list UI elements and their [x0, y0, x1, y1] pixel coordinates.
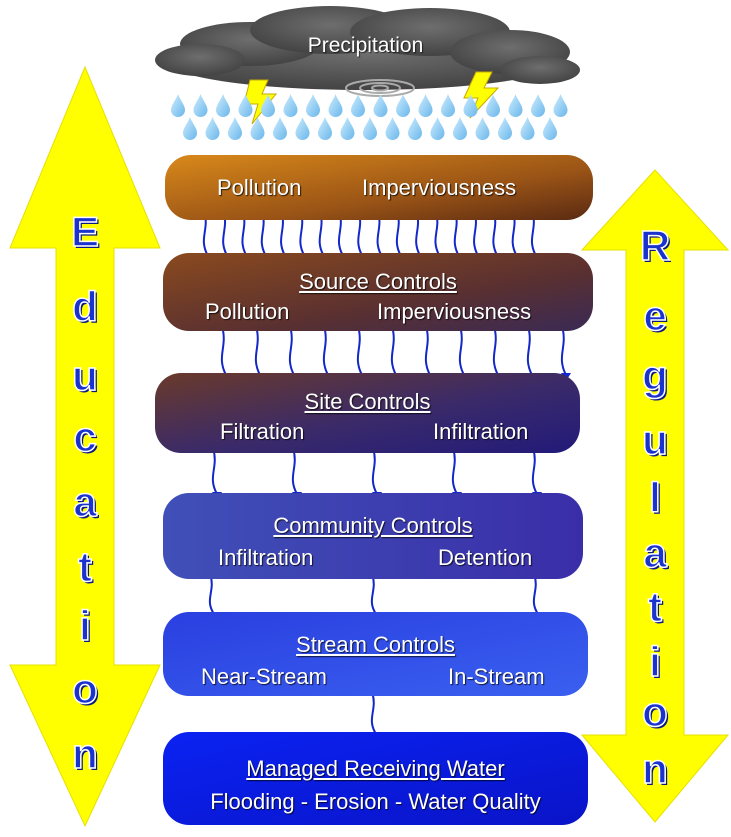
box-title: Managed Receiving Water	[246, 756, 505, 781]
raindrop-icon	[273, 117, 287, 140]
side-letter: t	[647, 582, 663, 631]
box-right-text: Infiltration	[433, 419, 529, 444]
lightning-bolt-right-icon	[463, 71, 500, 119]
box-right-text: In-Stream	[448, 664, 545, 689]
box-left-text: Pollution	[205, 299, 290, 324]
raindrop-icon	[171, 94, 185, 117]
side-letter: a	[73, 477, 98, 526]
site-controls-box: Site Controls Filtration Infiltration	[155, 373, 580, 453]
raindrop-icon	[318, 117, 332, 140]
raindrop-icon	[183, 117, 197, 140]
raindrop-icon	[306, 94, 320, 117]
source-controls-box: Source Controls Pollution Imperviousness	[163, 253, 593, 331]
side-letter: i	[648, 637, 661, 686]
raindrop-icon	[363, 117, 377, 140]
side-letter: o	[641, 687, 668, 736]
side-letter: n	[71, 729, 98, 778]
raindrop-icon	[193, 94, 208, 118]
raindrop-icon	[408, 117, 422, 140]
raindrop-icon	[228, 117, 242, 140]
side-letter: e	[643, 291, 668, 340]
raindrop-icon	[531, 94, 545, 117]
managed-receiving-water-box-bg	[163, 732, 588, 825]
box-right-text: Imperviousness	[362, 175, 517, 200]
source-controls-box-bg	[163, 253, 593, 331]
pollution-box: Pollution Imperviousness	[165, 155, 593, 220]
raindrop-icon	[396, 94, 410, 117]
box-title: Stream Controls	[296, 632, 455, 657]
box-left-text: Infiltration	[218, 545, 314, 570]
side-letter: c	[73, 412, 98, 461]
box-left-text: Filtration	[220, 419, 305, 444]
pollution-box-bg	[165, 155, 593, 220]
raindrop-icon	[216, 94, 230, 117]
raindrop-icon	[373, 94, 388, 118]
education-double-arrow	[9, 65, 161, 828]
raindrop-icon	[250, 117, 265, 140]
raindrop-icon	[498, 117, 512, 140]
raindrop-icon	[553, 94, 568, 118]
side-letter: u	[71, 351, 98, 400]
managed-receiving-water-box: Managed Receiving Water Flooding - Erosi…	[163, 732, 588, 825]
side-letter: g	[641, 351, 668, 400]
community-controls-box-bg	[163, 493, 583, 579]
raindrop-icon	[295, 117, 310, 140]
raindrops	[171, 94, 568, 140]
raindrop-icon	[205, 117, 220, 140]
side-letter: n	[641, 744, 668, 793]
raindrop-icon	[508, 94, 523, 118]
side-letter: d	[71, 282, 98, 331]
precipitation-label: Precipitation	[307, 34, 424, 57]
box-left-text: Near-Stream	[201, 664, 327, 689]
box-right-text: Detention	[438, 545, 533, 570]
raindrop-icon	[463, 94, 478, 118]
raindrop-icon	[475, 117, 490, 140]
box-title: Site Controls	[304, 389, 431, 414]
side-letter: o	[71, 664, 98, 713]
storm-cloud	[155, 6, 580, 97]
side-letter: R	[639, 221, 671, 270]
raindrop-icon	[418, 94, 433, 118]
site-controls-box-bg	[155, 373, 580, 453]
side-letter: l	[648, 473, 661, 522]
raindrop-icon	[430, 117, 445, 140]
box-left-text: Pollution	[217, 175, 302, 200]
raindrop-icon	[328, 94, 343, 118]
stream-controls-box: Stream Controls Near-Stream In-Stream	[163, 612, 588, 696]
side-letter: t	[77, 542, 93, 591]
community-controls-box: Community Controls Infiltration Detentio…	[163, 493, 583, 579]
box-center-text: Flooding - Erosion - Water Quality	[210, 789, 541, 814]
side-letter: i	[78, 601, 91, 650]
raindrop-icon	[441, 94, 455, 117]
raindrop-icon	[261, 94, 275, 117]
side-letter: a	[643, 528, 668, 577]
raindrop-icon	[283, 94, 298, 118]
raindrop-icon	[340, 117, 355, 140]
box-title: Community Controls	[273, 513, 473, 538]
side-letter: u	[641, 415, 668, 464]
box-title: Source Controls	[299, 269, 457, 294]
box-right-text: Imperviousness	[377, 299, 532, 324]
raindrop-icon	[453, 117, 467, 140]
flow-arrow-icon	[560, 325, 571, 381]
raindrop-icon	[351, 94, 365, 117]
raindrop-icon	[486, 94, 500, 117]
raindrop-icon	[520, 117, 535, 140]
regulation-double-arrow	[580, 169, 730, 823]
stream-controls-box-bg	[163, 612, 588, 696]
raindrop-icon	[385, 117, 400, 140]
raindrop-icon	[543, 117, 557, 140]
raindrop-icon	[238, 94, 253, 118]
side-letter: E	[70, 207, 100, 256]
